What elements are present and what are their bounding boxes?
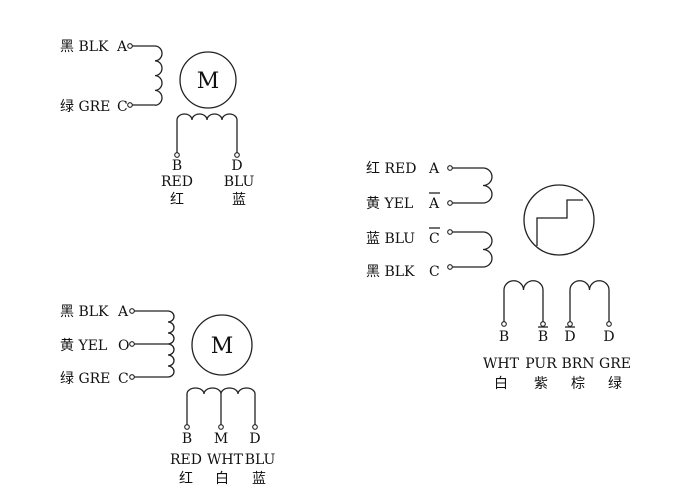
d1-terminal-c [127,102,133,108]
d3-terminal-4 [447,264,453,270]
d1-pin-label-2: C [117,99,128,115]
d1-wire-label-2: 绿 GRE [60,99,110,115]
d3-wire-en-3: BRN [561,356,594,372]
d3-terminal-2 [447,200,453,206]
d3-pin-4: D [603,329,614,345]
d2-pin-m: M [214,431,228,447]
diagram-1: 黑 BLK A 绿 GRE C M B D RED BLU 红 蓝 [60,39,255,208]
d1-motor-label: M [197,69,220,94]
d1-wire-label-1: 黑 BLK [60,39,109,55]
d3-pin-label-3: C [429,231,440,247]
d2-pin-d: D [249,431,260,447]
d3-wire-en-1: WHT [483,356,520,372]
diagram-3: 红 RED A 黄 YEL A 蓝 BLU C 黑 BLK C B B [366,161,631,392]
d1-pin-d: D [231,158,242,174]
d2-wire-label-2: 黄 YEL [60,337,107,354]
d3-terminal-6 [540,321,546,327]
d3-wire-label-2: 黄 YEL [366,195,413,212]
d3-terminal-7 [567,321,573,327]
d3-wire-label-3: 蓝 BLU [366,231,415,247]
d2-motor-label: M [211,334,234,359]
d3-wire-cn-2: 紫 [534,376,548,392]
d2-wire-label-1: 黑 BLK [60,304,109,320]
d2-motor-symbol [191,314,253,376]
d2-pin-label-1: A [117,304,129,320]
d2-wire-cn-1: 红 [179,471,193,487]
d2-wire-label-3: 绿 GRE [60,371,110,387]
d3-coil-b [503,280,544,322]
d3-step-waveform [536,199,583,246]
d3-terminal-8 [606,321,612,327]
d3-terminal-1 [447,165,453,171]
d2-pin-label-2: O [118,338,129,354]
d3-wire-cn-4: 绿 [608,376,622,392]
d3-pin-2: B [538,329,548,345]
d3-pin-label-4: C [429,264,440,280]
d2-terminal-d [252,424,258,430]
d3-wire-label-4: 黑 BLK [366,264,415,280]
d3-terminal-3 [447,229,453,235]
d3-motor-symbol [523,184,595,256]
d3-wire-cn-1: 白 [494,376,508,392]
d3-wire-cn-3: 棕 [571,376,585,392]
d2-terminal-m [218,424,224,430]
d3-coil-a [482,167,493,204]
d2-wire-en-1: RED [170,452,202,468]
d3-wire-en-2: PUR [525,356,557,372]
d1-motor-symbol [179,51,237,109]
d2-terminal-c [129,374,135,380]
d3-coil-c [482,231,493,268]
d1-terminal-d [234,152,240,158]
d2-wire-cn-3: 蓝 [252,471,266,487]
d2-pin-b: B [182,431,192,447]
d2-wire-cn-2: 白 [215,471,229,487]
d1-pin-b: B [172,158,182,174]
d1-wire-en-1: RED [161,174,193,190]
d1-wire-cn-1: 红 [170,192,184,208]
d1-pin-label-1: A [116,39,128,55]
d2-coil-vertical [167,310,175,378]
d1-coil-vertical [154,45,163,106]
d2-terminal-b [184,424,190,430]
d3-pin-1: B [499,329,509,345]
d1-terminal-b [174,152,180,158]
diagram-2: 黑 BLK A 黄 YEL O 绿 GRE C M B M D RED WHT … [60,304,276,487]
d1-coil-horizontal [176,113,238,153]
d2-wire-en-2: WHT [207,452,244,468]
d1-terminal-a [127,43,133,49]
d3-coil-d [569,280,610,322]
d3-pin-label-1: A [428,161,440,177]
d3-pin-3: D [564,329,575,345]
d3-pin-label-2: A [428,196,440,212]
d1-wire-cn-2: 蓝 [232,192,246,208]
d2-pin-label-3: C [118,371,129,387]
d3-wire-label-1: 红 RED [366,161,416,177]
d3-wire-en-4: GRE [599,356,631,372]
d2-terminal-o [129,341,135,347]
d2-wire-en-3: BLU [245,452,276,468]
d1-wire-en-2: BLU [224,174,255,190]
d3-terminal-5 [501,321,507,327]
d2-terminal-a [129,308,135,314]
